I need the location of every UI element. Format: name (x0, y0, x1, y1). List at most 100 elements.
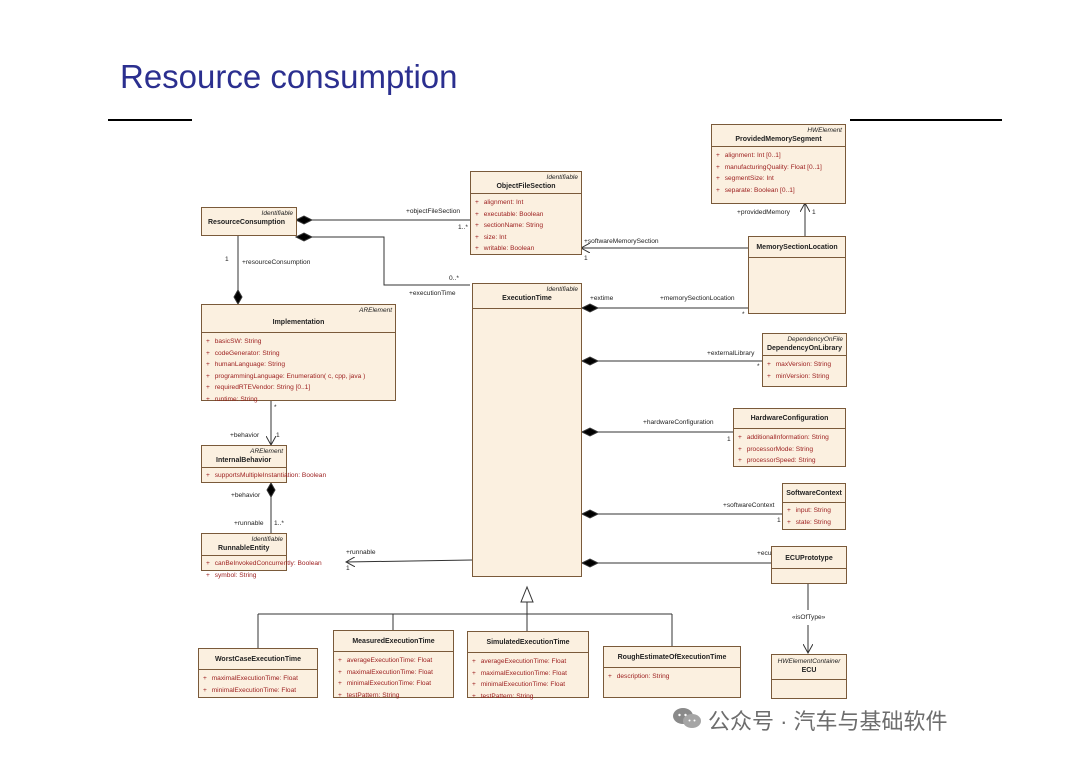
attribute-compartment (473, 308, 581, 309)
attribute: testPattern: String (468, 691, 588, 703)
attribute: separate: Boolean [0..1] (712, 185, 845, 197)
class-name: WorstCaseExecutionTime (214, 656, 302, 663)
attribute: testPattern: String (334, 690, 453, 702)
role-runnable: +runnable (346, 549, 376, 556)
attribute-compartment: supportsMultipleInstantiation: Boolean (202, 467, 326, 482)
attribute: executable: Boolean (471, 209, 581, 221)
attribute: averageExecutionTime: Float (468, 656, 588, 668)
stereotype: Identifiable (261, 210, 293, 217)
attribute: input: String (783, 505, 845, 517)
class-provided-memory-segment[interactable]: HWElement ProvidedMemorySegment alignmen… (711, 124, 846, 204)
attribute: sectionName: String (471, 220, 581, 232)
attribute: alignment: Int [0..1] (712, 150, 845, 162)
attribute: minimalExecutionTime: Float (468, 679, 588, 691)
class-name: MeasuredExecutionTime (352, 638, 435, 645)
attribute: maximalExecutionTime: Float (334, 667, 453, 679)
class-name: MemorySectionLocation (756, 244, 838, 251)
attribute: minimalExecutionTime: Float (334, 678, 453, 690)
class-implementation[interactable]: ARElement Implementation basicSW: String… (201, 304, 396, 403)
class-internal-behavior[interactable]: ARElement InternalBehavior supportsMulti… (201, 445, 326, 483)
class-hardware-configuration[interactable]: HardwareConfiguration additionalInformat… (733, 408, 846, 467)
stereotype-is-of-type: «isOfType» (792, 614, 826, 621)
class-resource-consumption[interactable]: Identifiable ResourceConsumption (201, 207, 297, 236)
class-rough-estimate-of-execution-time[interactable]: RoughEstimateOfExecutionTime description… (603, 646, 741, 698)
attribute: minimalExecutionTime: Float (199, 685, 317, 697)
class-measured-execution-time[interactable]: MeasuredExecutionTime averageExecutionTi… (333, 630, 454, 701)
attribute: alignment: Int (471, 197, 581, 209)
role-external-library: +externalLibrary (707, 350, 755, 357)
attribute: description: String (604, 671, 740, 683)
class-object-file-section[interactable]: Identifiable ObjectFileSection alignment… (470, 171, 582, 255)
attribute: humanLanguage: String (202, 359, 395, 371)
class-name: RunnableEntity (218, 545, 270, 552)
stereotype: Identifiable (251, 536, 283, 543)
role-runnable-entity: +runnable (234, 520, 264, 527)
class-simulated-execution-time[interactable]: SimulatedExecutionTime averageExecutionT… (467, 631, 589, 700)
attribute: canBeInvokedConcurrently: Boolean (202, 558, 322, 570)
role-extime: +extime (590, 295, 614, 302)
attribute: minVersion: String (763, 371, 846, 383)
role-ecu: +ecu (757, 550, 772, 557)
role-resource-consumption: +resourceConsumption (242, 259, 311, 266)
attribute-compartment: maxVersion: String minVersion: String (763, 355, 846, 382)
role-hardware-configuration: +hardwareConfiguration (643, 419, 714, 426)
attribute: requiredRTEVendor: String [0..1] (202, 382, 395, 394)
class-ecu-prototype[interactable]: ECUPrototype (771, 546, 847, 584)
attribute: state: String (783, 517, 845, 529)
watermark-text: 公众号 · 汽车与基础软件 (708, 709, 948, 734)
attribute-compartment: alignment: Int [0..1] manufacturingQuali… (712, 146, 845, 196)
attribute-compartment (772, 679, 846, 680)
class-ecu[interactable]: HWElementContainer ECU (771, 654, 847, 699)
attribute-compartment: averageExecutionTime: Float maximalExecu… (468, 652, 588, 702)
class-runnable-entity[interactable]: Identifiable RunnableEntity canBeInvoked… (201, 533, 322, 579)
multiplicity-label: 1 (727, 436, 731, 443)
role-software-context: +softwareContext (723, 502, 775, 509)
attribute-compartment: canBeInvokedConcurrently: Boolean symbol… (202, 555, 322, 581)
multiplicity-label: 1 (777, 517, 781, 524)
class-worst-case-execution-time[interactable]: WorstCaseExecutionTime maximalExecutionT… (198, 648, 318, 698)
stereotype: ARElement (250, 448, 283, 455)
attribute-compartment: description: String (604, 667, 740, 683)
stereotype: ARElement (359, 307, 392, 314)
attribute: maximalExecutionTime: Float (468, 668, 588, 680)
multiplicity-label: 1 (346, 565, 350, 572)
multiplicity-label: 1..* (458, 224, 468, 231)
role-software-memory-section: +softwareMemorySection (584, 238, 659, 245)
role-memory-section-location: +memorySectionLocation (660, 295, 735, 302)
class-name: HardwareConfiguration (750, 415, 829, 422)
class-memory-section-location[interactable]: MemorySectionLocation (748, 236, 846, 314)
attribute-compartment: additionalInformation: String processorM… (734, 428, 845, 467)
class-software-context[interactable]: SoftwareContext input: String state: Str… (782, 483, 846, 530)
attribute: processorMode: String (734, 444, 845, 456)
attribute: segmentSize: Int (712, 173, 845, 185)
stereotype: DependencyOnFile (787, 336, 843, 343)
class-name: ECU (801, 667, 817, 674)
stereotype: Identifiable (546, 286, 578, 293)
attribute-compartment: maximalExecutionTime: Float minimalExecu… (199, 669, 317, 696)
attribute-compartment: averageExecutionTime: Float maximalExecu… (334, 651, 453, 701)
attribute: basicSW: String (202, 336, 395, 348)
attribute: programmingLanguage: Enumeration( c, cpp… (202, 371, 395, 383)
class-dependency-on-library[interactable]: DependencyOnFile DependencyOnLibrary max… (762, 333, 847, 387)
class-name: DependencyOnLibrary (766, 345, 843, 352)
class-execution-time[interactable]: Identifiable ExecutionTime (472, 283, 582, 577)
multiplicity-label: 1 (276, 432, 280, 439)
attribute: size: Int (471, 232, 581, 244)
class-name: ResourceConsumption (208, 219, 286, 226)
class-name: Implementation (272, 319, 325, 326)
multiplicity-label: 0..* (449, 275, 459, 282)
multiplicity-label: 1 (225, 256, 229, 263)
role-provided-memory: +providedMemory (737, 209, 790, 216)
class-name: InternalBehavior (216, 457, 272, 464)
multiplicity-label: * (274, 404, 277, 411)
role-object-file-section: +objectFileSection (406, 208, 461, 215)
attribute: codeGenerator: String (202, 348, 395, 360)
multiplicity-label: 1 (812, 209, 816, 216)
class-name: ECUPrototype (785, 555, 833, 562)
role-behavior-runnable: +behavior (231, 492, 261, 499)
stereotype: HWElement (807, 127, 842, 134)
class-name: ExecutionTime (502, 295, 552, 302)
wechat-icon (673, 708, 701, 728)
attribute: maxVersion: String (763, 359, 846, 371)
